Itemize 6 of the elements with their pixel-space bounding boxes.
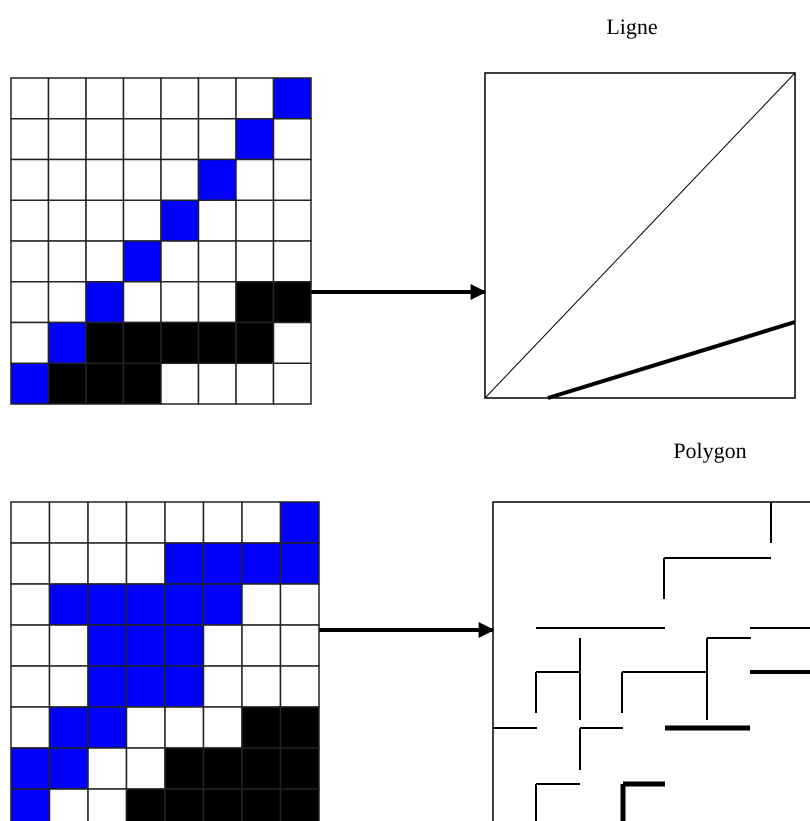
pixel-grid-drawing <box>11 502 319 821</box>
pixel-grid-drawing <box>11 78 311 404</box>
panel-heading: Polygon <box>673 438 747 464</box>
arrow <box>311 284 487 300</box>
panel-heading: Ligne <box>606 14 658 40</box>
arrow <box>319 622 495 638</box>
